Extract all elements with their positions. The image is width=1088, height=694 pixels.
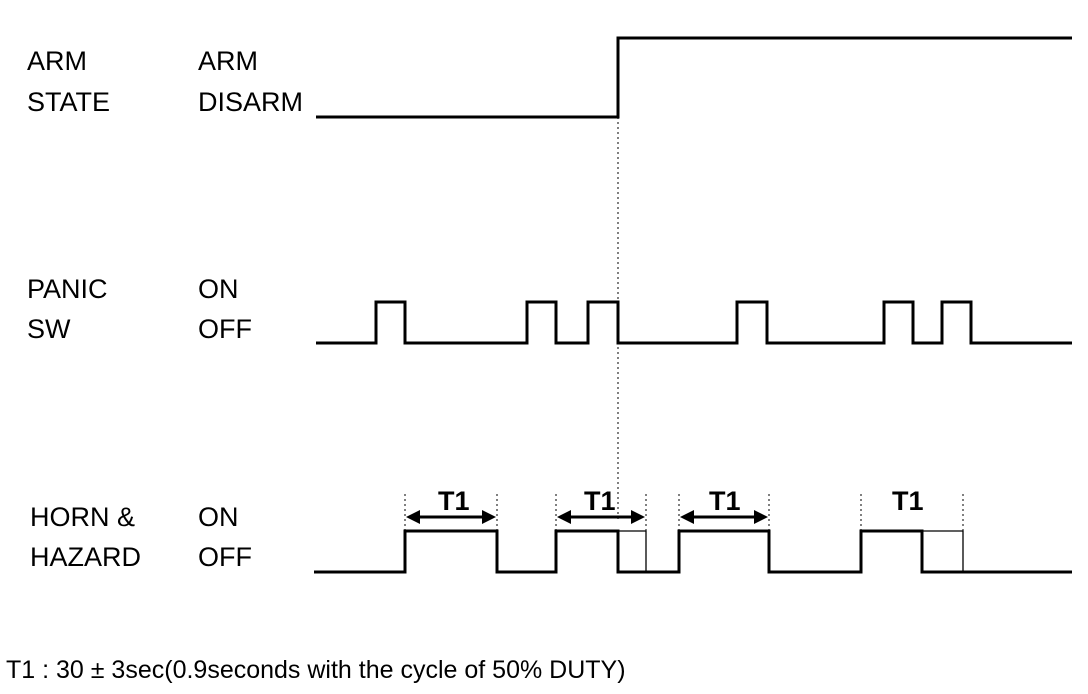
- arm-state-waveform: [316, 36, 1072, 119]
- panic-sw-high-label: ON: [198, 274, 239, 304]
- horn-hazard-high-label: ON: [198, 502, 239, 532]
- panic-sw-waveform: [316, 300, 1072, 345]
- arm-state-low-label: DISARM: [198, 87, 303, 117]
- panic-sw-name-line2: SW: [27, 314, 71, 344]
- t1-label-4: T1: [892, 486, 924, 516]
- horn-hazard-row: HORN & HAZARD ON OFF: [30, 486, 1072, 574]
- horn-hazard-name-line1: HORN &: [30, 502, 135, 532]
- panic-sw-row: PANIC SW ON OFF: [27, 274, 1072, 345]
- horn-cut-period-outline-1: [618, 530, 647, 572]
- horn-cut-period-outline-2: [922, 530, 964, 572]
- arm-state-high-label: ARM: [198, 46, 258, 76]
- t1-footnote: T1 : 30 ± 3sec(0.9seconds with the cycle…: [6, 656, 626, 684]
- t1-arrow-3: [680, 510, 768, 524]
- arm-state-name-line2: STATE: [27, 87, 110, 117]
- horn-hazard-waveform: [314, 529, 1072, 574]
- horn-hazard-low-label: OFF: [198, 542, 252, 572]
- horn-hazard-name-line2: HAZARD: [30, 542, 141, 572]
- t1-label-3: T1: [709, 486, 741, 516]
- arm-state-row: ARM STATE ARM DISARM: [27, 36, 1072, 119]
- t1-label-1: T1: [438, 486, 470, 516]
- t1-arrow-1: [406, 510, 496, 524]
- t1-label-2: T1: [584, 486, 616, 516]
- t1-arrow-2: [557, 510, 645, 524]
- arm-state-name-line1: ARM: [27, 46, 87, 76]
- panic-sw-low-label: OFF: [198, 314, 252, 344]
- panic-sw-name-line1: PANIC: [27, 274, 108, 304]
